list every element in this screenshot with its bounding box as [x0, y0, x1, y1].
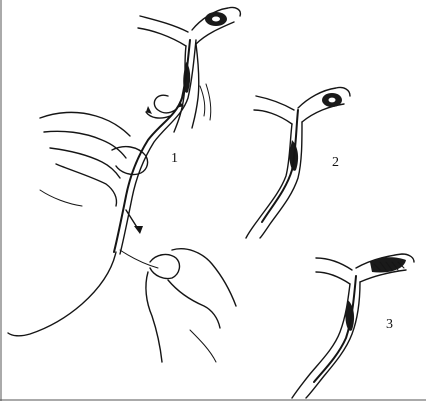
aneurysm-highlight-2: [329, 98, 336, 103]
panel-2-label: 2: [332, 155, 339, 170]
panel-1-label: 1: [171, 151, 178, 166]
aneurysm-highlight-1: [212, 17, 220, 22]
panel-3-label: 3: [386, 317, 393, 332]
